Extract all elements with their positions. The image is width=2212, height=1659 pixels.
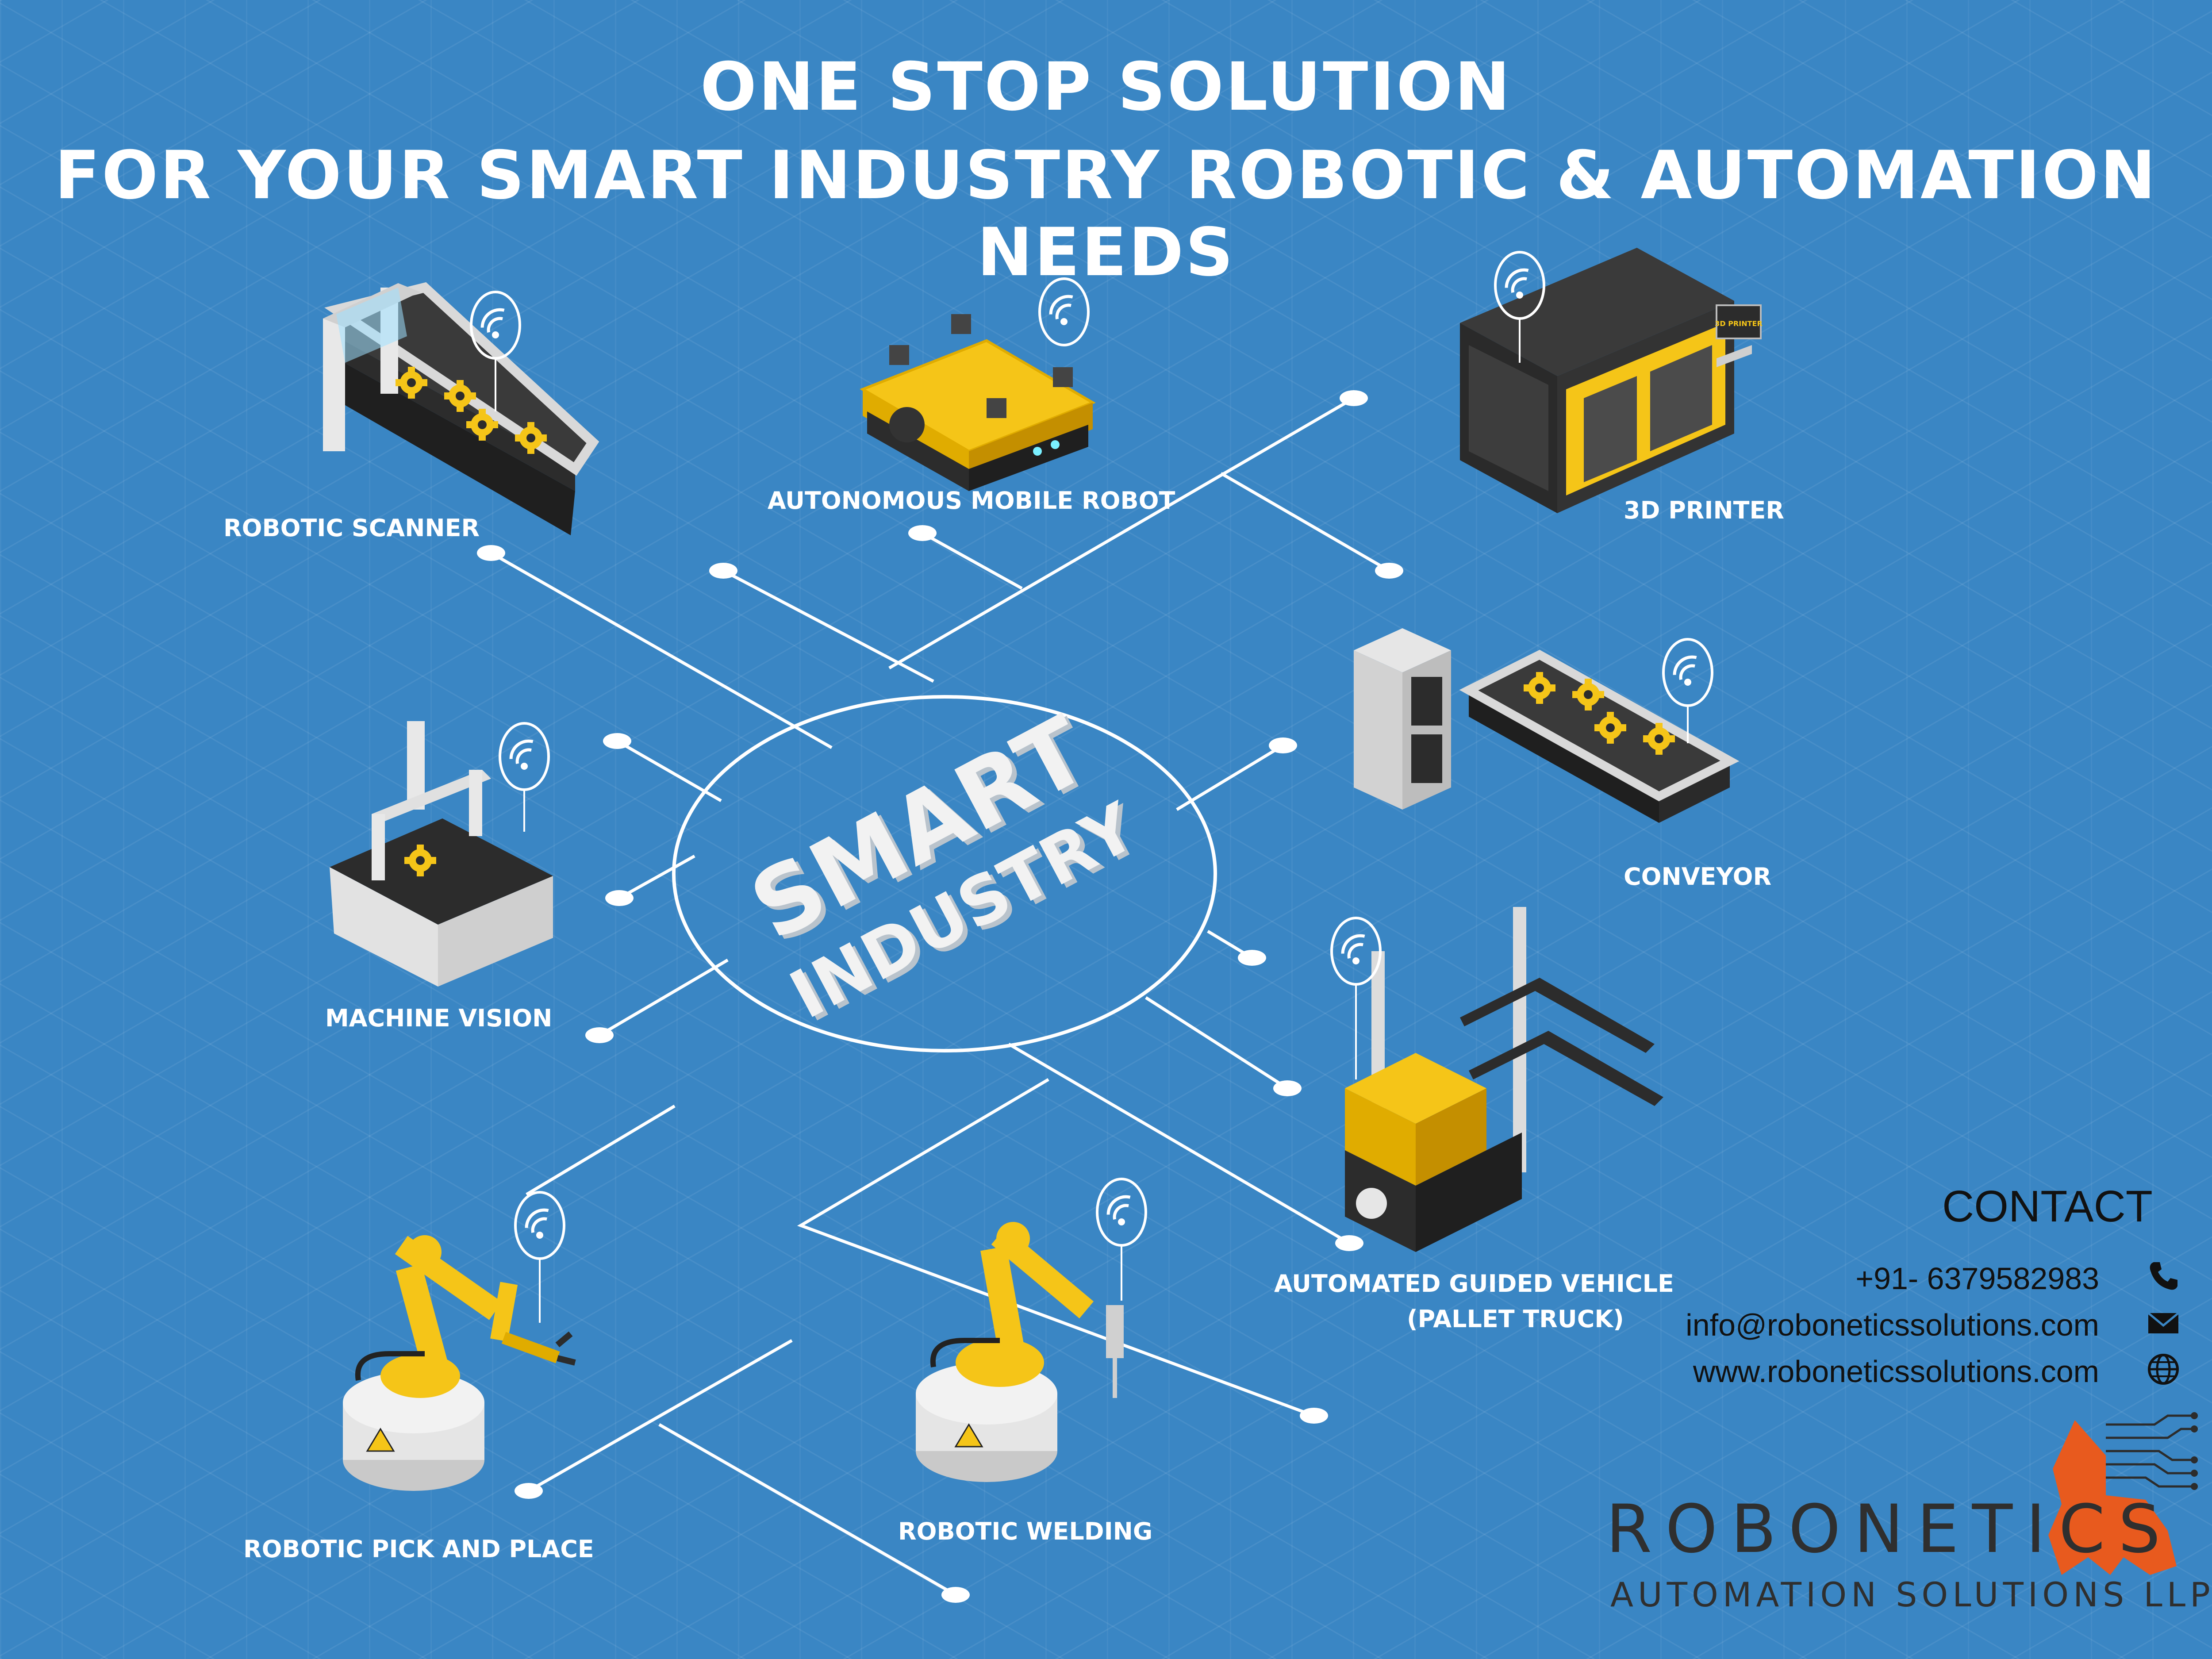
label-agv-line-2: (PALLET TRUCK) — [1407, 1305, 1624, 1333]
welding-robot-illustration — [916, 1179, 1146, 1482]
printer-screen-text: 3D PRINTER — [1715, 319, 1763, 328]
contact-phone[interactable]: +91- 6379582983 — [1855, 1261, 2099, 1296]
machine-vision-illustration — [330, 721, 553, 987]
brand-name: ROBONETICS — [1606, 1491, 2174, 1568]
globe-icon — [2148, 1354, 2179, 1385]
phone-icon — [2150, 1262, 2177, 1290]
headline-line-1: ONE STOP SOLUTION — [700, 49, 1512, 126]
label-autonomous-mobile-robot: AUTONOMOUS MOBILE ROBOT — [768, 487, 1175, 515]
pick-and-place-robot-illustration — [343, 1192, 576, 1491]
robotic-scanner-illustration — [323, 282, 599, 535]
contact-heading: CONTACT — [1942, 1182, 2153, 1231]
label-machine-vision: MACHINE VISION — [325, 1004, 553, 1032]
label-robotic-scanner: ROBOTIC SCANNER — [223, 514, 480, 542]
headline-line-2: FOR YOUR SMART INDUSTRY ROBOTIC & AUTOMA… — [54, 137, 2158, 291]
contact-website[interactable]: www.roboneticssolutions.com — [1693, 1354, 2099, 1389]
conveyor-illustration — [1354, 628, 1740, 823]
connector-lines — [490, 396, 1390, 1597]
label-conveyor: CONVEYOR — [1624, 863, 1772, 891]
smart-industry-hub: SMART SMART INDUSTRY INDUSTRY — [672, 695, 1217, 1052]
brand-tagline: AUTOMATION SOLUTIONS LLP — [1610, 1575, 2212, 1614]
connector-dots — [477, 390, 1403, 1603]
label-robotic-pick-and-place: ROBOTIC PICK AND PLACE — [243, 1535, 594, 1563]
mail-icon — [2147, 1312, 2179, 1333]
contact-email[interactable]: info@roboneticssolutions.com — [1686, 1308, 2099, 1342]
robot-head-icon — [2048, 1412, 2198, 1575]
label-agv-line-1: AUTOMATED GUIDED VEHICLE — [1274, 1270, 1674, 1298]
label-3d-printer: 3D PRINTER — [1624, 496, 1784, 524]
agv-pallet-truck-illustration — [1332, 907, 1663, 1252]
label-robotic-welding: ROBOTIC WELDING — [898, 1517, 1153, 1545]
autonomous-mobile-robot-illustration — [860, 279, 1096, 491]
3d-printer-illustration: 3D PRINTER — [1460, 248, 1763, 513]
